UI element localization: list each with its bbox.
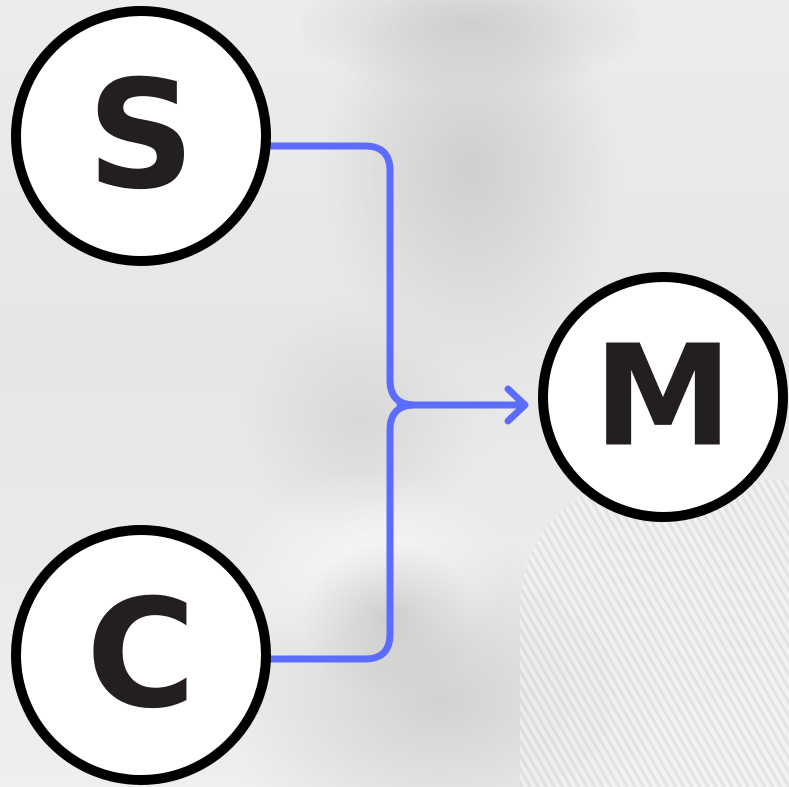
arrowhead-icon (504, 385, 529, 425)
node-s: S (11, 6, 271, 266)
connector-s-to-junction (266, 142, 419, 409)
node-m-circle (538, 272, 788, 522)
connector-c-to-junction (266, 401, 419, 663)
node-c-circle (11, 525, 271, 785)
portrait-suit-shade (520, 480, 789, 787)
node-m-label: M (593, 316, 732, 479)
node-c: C (11, 525, 271, 785)
node-m: M (538, 272, 788, 522)
node-s-label: S (87, 49, 195, 223)
node-c-label: C (86, 568, 196, 742)
node-s-circle (11, 6, 271, 266)
